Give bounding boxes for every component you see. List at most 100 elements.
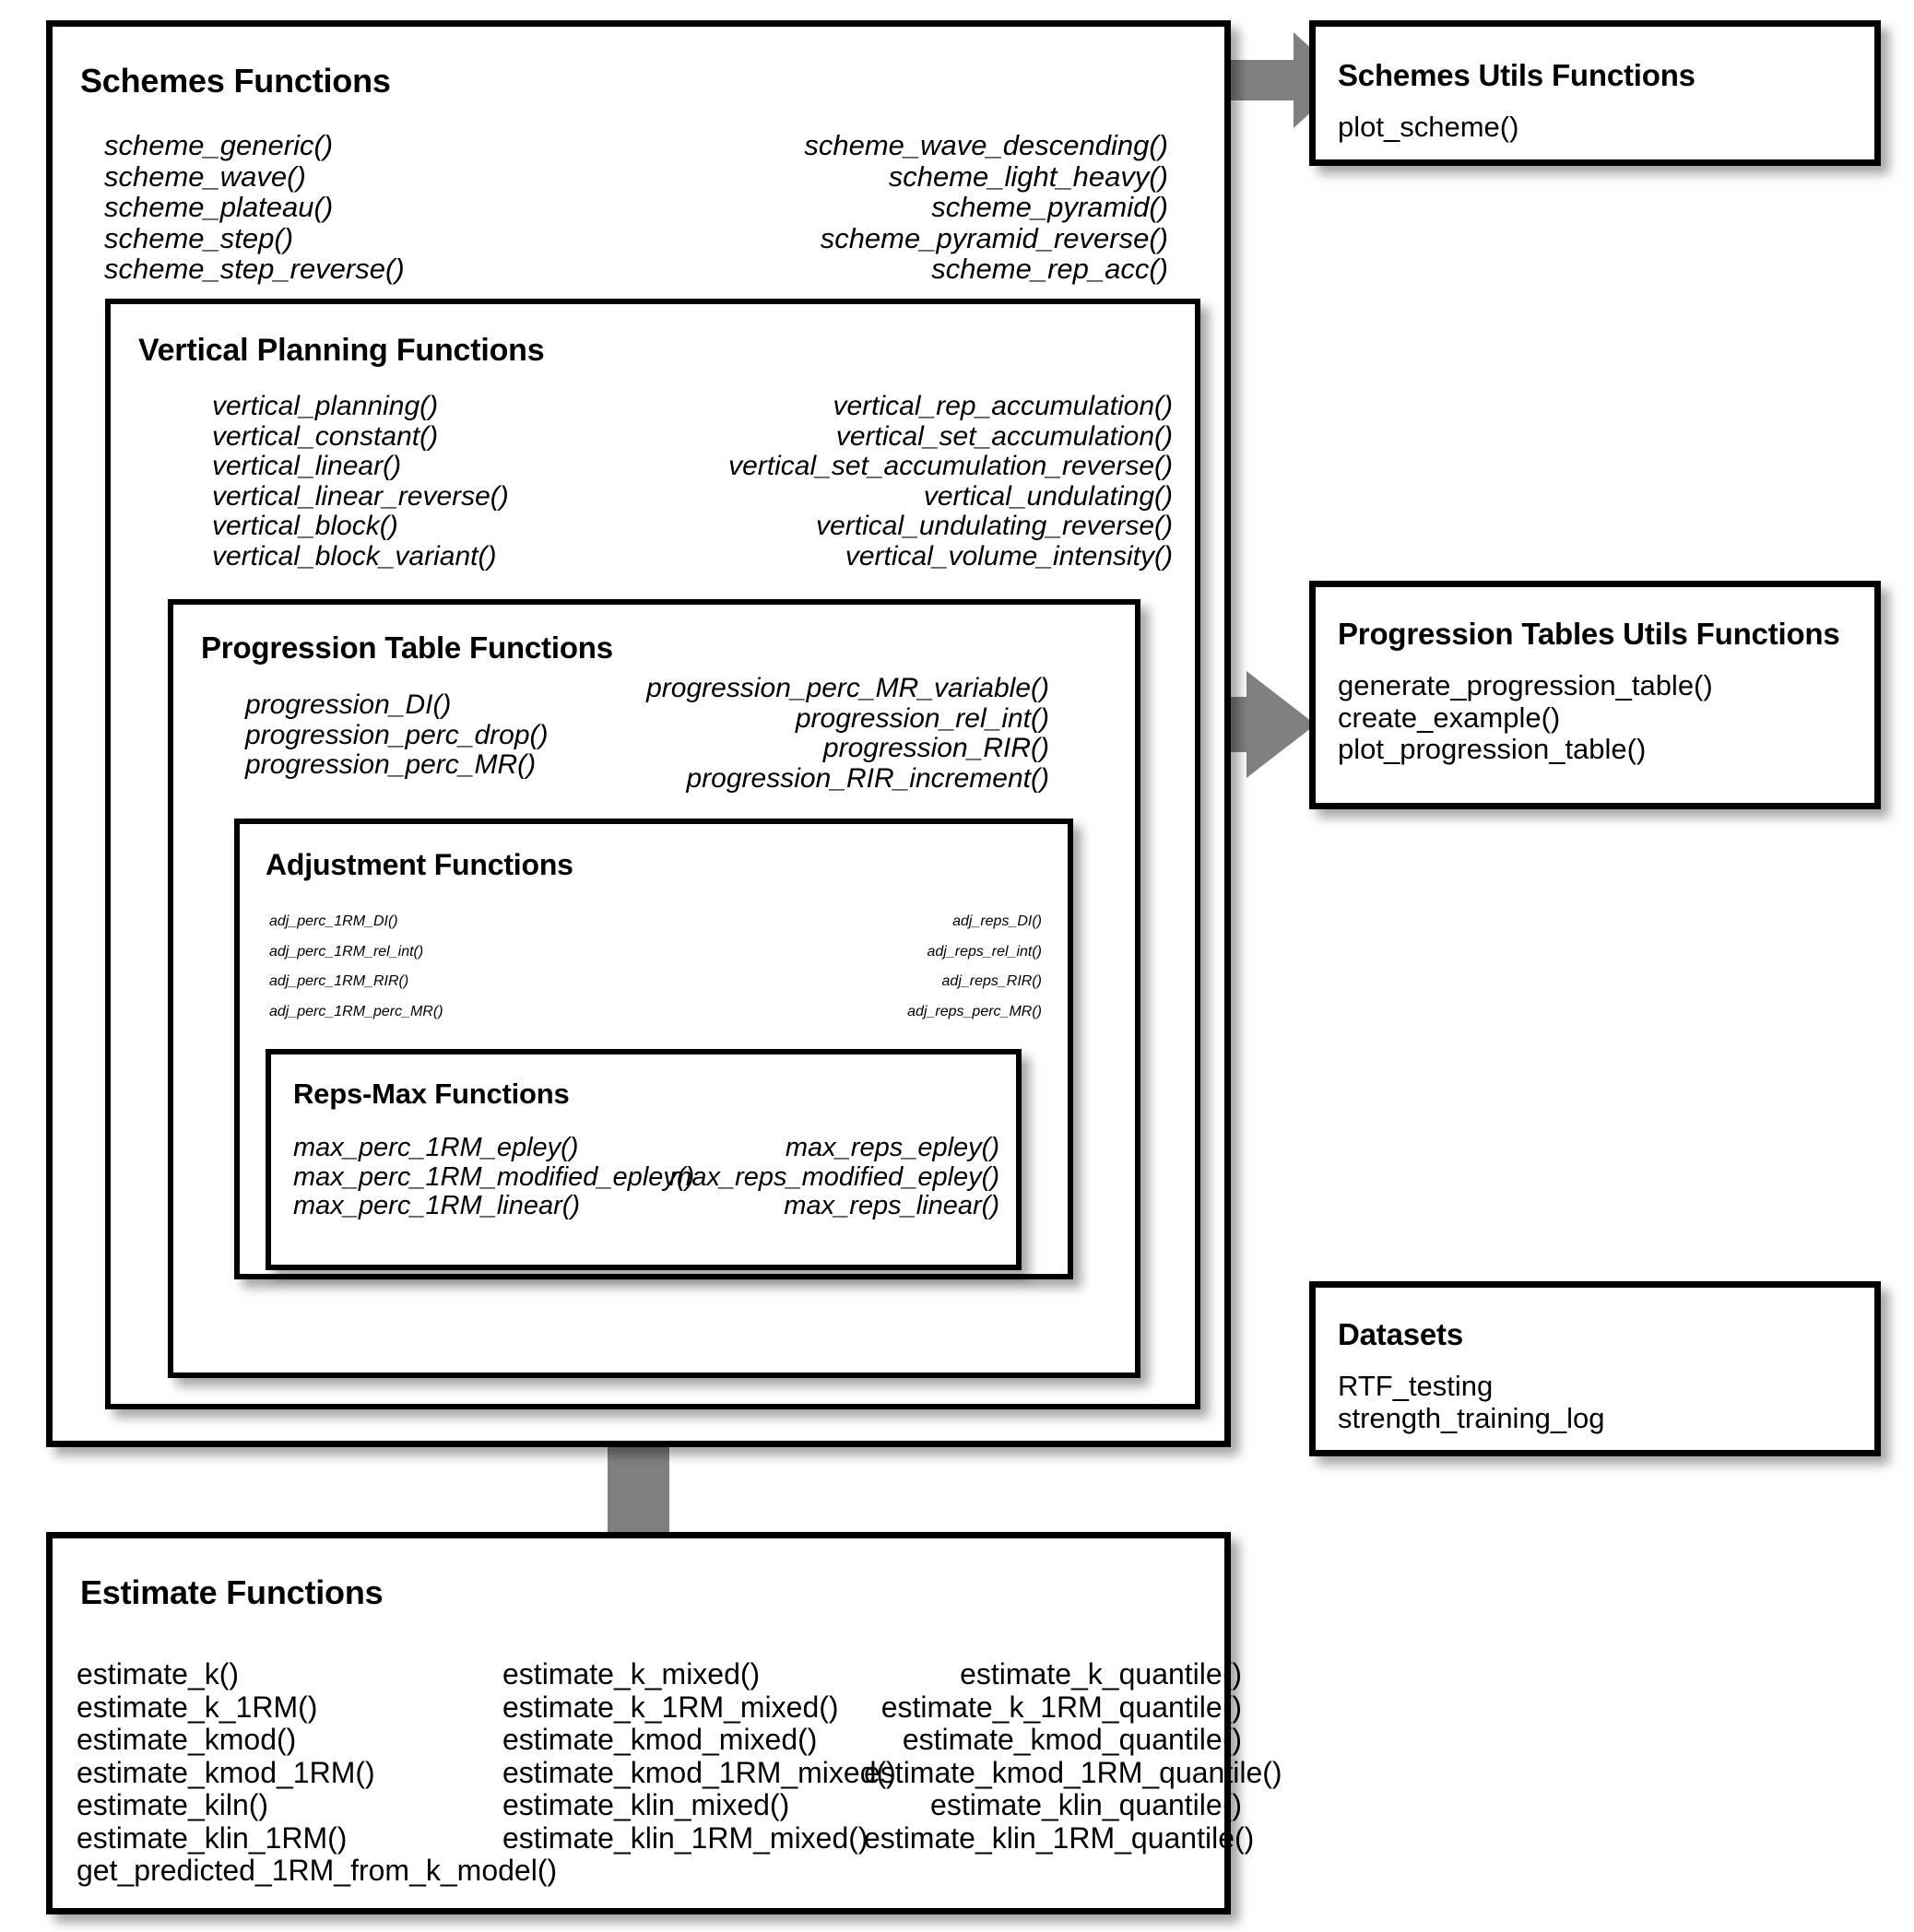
progression-table-left-column: progression_DI() progression_perc_drop()…: [245, 689, 549, 781]
adjustment-right-column: adj_reps_DI() adj_reps_rel_int() adj_rep…: [627, 907, 1042, 1027]
estimate-functions-column-2: estimate_k_mixed() estimate_k_1RM_mixed(…: [502, 1657, 896, 1855]
function-name: scheme_wave(): [104, 159, 306, 193]
vertical-planning-left-column: vertical_planning() vertical_constant() …: [212, 391, 509, 571]
box-reps-max-functions: Reps-Max Functions max_perc_1RM_epley() …: [266, 1049, 1022, 1270]
box-adjustment-functions: Adjustment Functions adj_perc_1RM_DI() a…: [234, 819, 1073, 1279]
estimate-functions-column-3: estimate_k_quantile() estimate_k_1RM_qua…: [864, 1657, 1282, 1855]
function-name: max_perc_1RM_epley(): [293, 1133, 579, 1162]
function-name: max_reps_epley(): [785, 1133, 999, 1162]
box-progression-tables-utils-functions: Progression Tables Utils Functions gener…: [1309, 581, 1881, 809]
function-name: max_reps_modified_epley(): [669, 1161, 999, 1192]
function-name: vertical_undulating_reverse(): [816, 511, 1173, 541]
adjustment-functions-title: Adjustment Functions: [266, 848, 573, 881]
vertical-planning-functions-title: Vertical Planning Functions: [138, 333, 545, 368]
function-name: max_perc_1RM_linear(): [293, 1191, 581, 1220]
function-name: max_reps_linear(): [784, 1191, 999, 1220]
function-name: vertical_set_accumulation(): [835, 420, 1173, 452]
schemes-utils-functions-title: Schemes Utils Functions: [1338, 58, 1695, 92]
datasets-title: Datasets: [1338, 1317, 1463, 1351]
function-name: adj_perc_1RM_RIR(): [269, 973, 409, 989]
function-name: plot_progression_table(): [1338, 733, 1647, 765]
function-name: vertical_planning(): [212, 391, 439, 421]
function-name: vertical_rep_accumulation(): [833, 391, 1174, 421]
function-name: estimate_k_1RM(): [77, 1690, 318, 1724]
function-name: scheme_rep_acc(): [931, 253, 1168, 285]
function-name: generate_progression_table(): [1338, 669, 1713, 701]
reps-max-functions-title: Reps-Max Functions: [293, 1078, 570, 1110]
function-name: estimate_klin_mixed(): [502, 1788, 790, 1821]
dataset-name: strength_training_log: [1338, 1401, 1605, 1434]
function-name: plot_scheme(): [1338, 111, 1519, 143]
adjustment-left-column: adj_perc_1RM_DI() adj_perc_1RM_rel_int()…: [269, 907, 443, 1027]
function-name: estimate_klin_1RM(): [77, 1820, 348, 1855]
function-name: progression_perc_MR_variable(): [646, 673, 1049, 703]
function-name: vertical_volume_intensity(): [845, 540, 1173, 571]
function-name: estimate_kmod_mixed(): [502, 1723, 818, 1756]
function-name: vertical_linear_reverse(): [212, 480, 509, 512]
box-datasets: Datasets RTF_testing strength_training_l…: [1309, 1281, 1881, 1456]
box-vertical-planning-functions: Vertical Planning Functions vertical_pla…: [105, 299, 1200, 1409]
function-name: adj_reps_rel_int(): [927, 943, 1042, 960]
function-name: estimate_k_mixed(): [502, 1657, 761, 1690]
function-name: create_example(): [1338, 701, 1561, 734]
function-name: scheme_step_reverse(): [104, 253, 405, 285]
schemes-utils-functions-list: plot_scheme(): [1338, 111, 1519, 144]
box-progression-table-functions: Progression Table Functions progression_…: [168, 599, 1140, 1378]
function-name: vertical_block(): [212, 511, 398, 541]
function-name: adj_perc_1RM_rel_int(): [269, 943, 424, 960]
function-name: progression_DI(): [245, 689, 452, 720]
function-name: progression_RIR_increment(): [686, 762, 1050, 794]
schemes-functions-title: Schemes Functions: [80, 62, 391, 100]
dataset-name: RTF_testing: [1338, 1370, 1494, 1402]
function-name: scheme_wave_descending(): [804, 129, 1168, 161]
function-name: estimate_kmod_1RM(): [77, 1755, 375, 1789]
progression-tables-utils-functions-list: generate_progression_table() create_exam…: [1338, 669, 1713, 766]
function-name: max_perc_1RM_modified_epley(): [293, 1161, 695, 1192]
estimate-functions-column-1: estimate_k() estimate_k_1RM() estimate_k…: [77, 1657, 558, 1888]
function-name: estimate_kmod(): [77, 1723, 297, 1756]
function-name: estimate_k(): [77, 1657, 240, 1690]
box-schemes-utils-functions: Schemes Utils Functions plot_scheme(): [1309, 20, 1881, 166]
function-name: vertical_linear(): [212, 451, 402, 481]
function-name: estimate_klin_quantile(): [930, 1788, 1242, 1821]
function-name: scheme_pyramid(): [931, 191, 1168, 223]
function-name: vertical_constant(): [212, 420, 439, 452]
estimate-functions-title: Estimate Functions: [80, 1573, 384, 1611]
function-name: progression_perc_drop(): [245, 719, 549, 750]
function-name: adj_reps_RIR(): [941, 973, 1042, 989]
function-name: scheme_light_heavy(): [888, 159, 1168, 193]
function-name: get_predicted_1RM_from_k_model(): [77, 1854, 558, 1887]
function-name: vertical_set_accumulation_reverse(): [728, 451, 1173, 481]
function-name: estimate_kmod_quantile(): [902, 1723, 1242, 1756]
function-name: progression_perc_MR(): [245, 749, 537, 780]
function-name: scheme_plateau(): [104, 191, 334, 223]
progression-table-functions-title: Progression Table Functions: [201, 630, 613, 665]
function-name: estimate_kiln(): [77, 1788, 269, 1821]
function-name: scheme_generic(): [104, 129, 334, 161]
datasets-list: RTF_testing strength_training_log: [1338, 1370, 1605, 1434]
function-name: vertical_block_variant(): [212, 540, 497, 571]
progression-table-right-column: progression_perc_MR_variable() progressi…: [478, 673, 1050, 794]
function-name: scheme_pyramid_reverse(): [820, 221, 1168, 254]
schemes-functions-left-column: scheme_generic() scheme_wave() scheme_pl…: [104, 130, 405, 285]
function-name: adj_reps_DI(): [952, 913, 1042, 929]
function-name: vertical_undulating(): [923, 480, 1173, 512]
function-name: progression_rel_int(): [795, 702, 1049, 734]
function-name: estimate_k_quantile(): [960, 1657, 1242, 1690]
reps-max-left-column: max_perc_1RM_epley() max_perc_1RM_modifi…: [293, 1133, 695, 1221]
function-name: estimate_klin_1RM_quantile(): [864, 1820, 1255, 1855]
function-name: estimate_kmod_1RM_mixed(): [502, 1755, 896, 1789]
function-name: adj_perc_1RM_perc_MR(): [269, 1003, 443, 1019]
function-name: estimate_k_1RM_quantile(): [880, 1690, 1242, 1724]
vertical-planning-right-column: vertical_rep_accumulation() vertical_set…: [562, 391, 1174, 571]
box-estimate-functions: Estimate Functions estimate_k() estimate…: [46, 1532, 1282, 1914]
schemes-functions-right-column: scheme_wave_descending() scheme_light_he…: [569, 130, 1168, 285]
function-name: estimate_klin_1RM_mixed(): [502, 1820, 868, 1855]
function-name: estimate_k_1RM_mixed(): [502, 1690, 839, 1724]
box-schemes-functions: Schemes Functions scheme_generic() schem…: [46, 20, 1231, 1447]
function-name: estimate_kmod_1RM_quantile(): [864, 1755, 1282, 1789]
function-name: adj_perc_1RM_DI(): [269, 913, 398, 929]
progression-tables-utils-functions-title: Progression Tables Utils Functions: [1338, 617, 1840, 651]
function-name: progression_RIR(): [822, 733, 1049, 763]
